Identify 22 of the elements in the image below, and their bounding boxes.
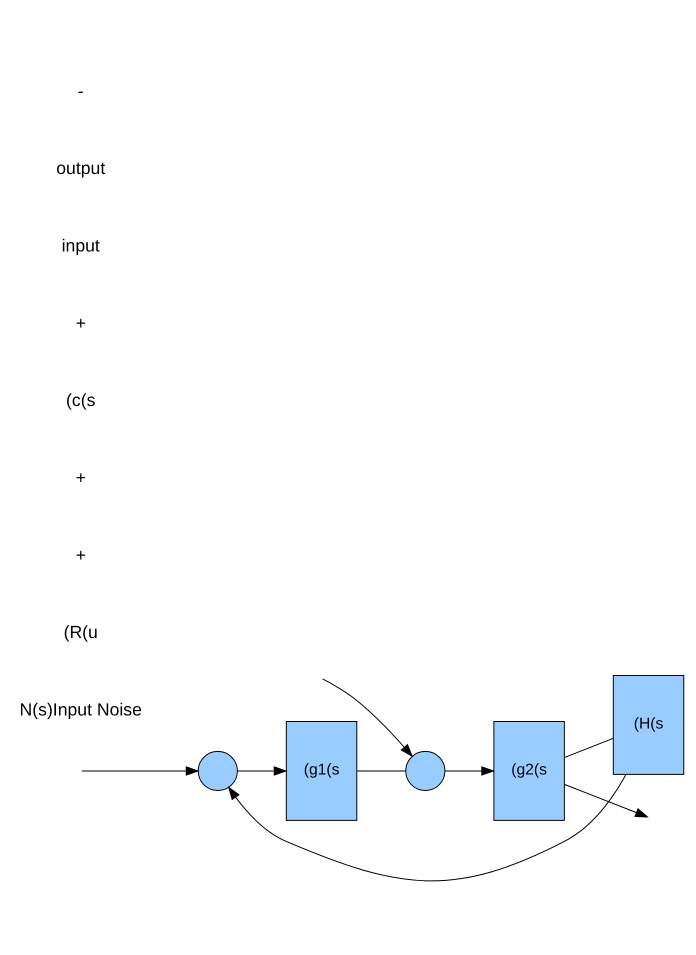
arrow	[236, 766, 288, 776]
label: output	[56, 158, 106, 178]
arrow	[444, 766, 495, 776]
label: (c(s	[66, 390, 96, 410]
node-box: (g1(s	[286, 720, 358, 820]
node-box: (H(s	[612, 674, 684, 774]
label: +	[76, 312, 86, 332]
label: +	[76, 544, 86, 564]
connector	[564, 738, 614, 758]
arrow	[322, 678, 414, 757]
label: N(s)Input Noise	[20, 699, 142, 720]
arrow	[564, 783, 649, 817]
node-box: (g2(s	[493, 720, 565, 820]
arrow	[228, 774, 626, 881]
label: (R(u	[64, 622, 98, 642]
label: input	[62, 235, 100, 256]
node-circle	[198, 750, 238, 791]
label: -	[78, 80, 84, 100]
connector	[356, 770, 406, 771]
arrow	[81, 766, 200, 776]
label: +	[76, 467, 86, 488]
node-circle	[405, 750, 446, 791]
